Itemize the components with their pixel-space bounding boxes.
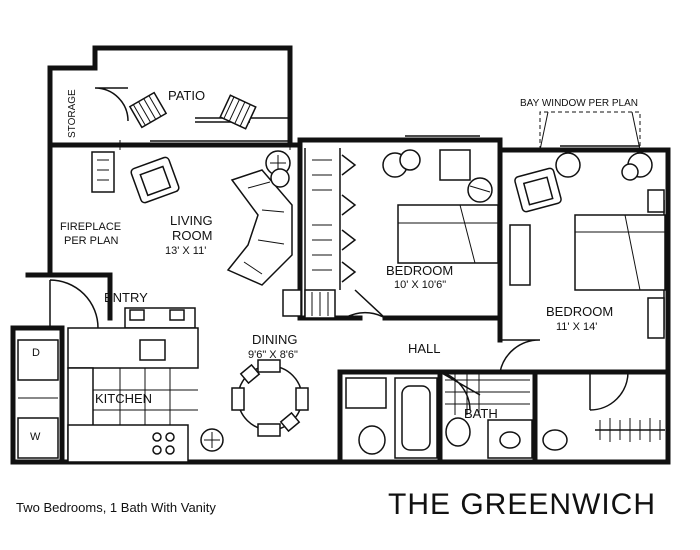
doors [49,87,629,411]
bedroom1-closet [595,418,665,442]
living-room-label-line2: ROOM [172,228,212,243]
bedroom1-furniture [509,152,666,442]
patio-label: PATIO [168,88,205,103]
living-room-furniture [130,150,293,286]
bay-window-label: BAY WINDOW PER PLAN [520,98,638,109]
bedroom1-label: BEDROOM [546,304,613,319]
dining-dims: 9'6" X 8'6" [248,349,298,361]
dryer-label: D [32,347,40,359]
storage-label: STORAGE [67,89,78,138]
fireplace [91,151,115,193]
living-room-label-line1: LIVING [170,213,213,228]
hall-label: HALL [408,341,441,356]
washer-label: W [30,431,41,443]
fireplace-label-line1: FIREPLACE [60,221,121,233]
kitchen-fixtures [17,307,199,463]
bedroom2-furniture [282,148,499,319]
bay-window [539,111,641,151]
bath-label: BATH [464,406,498,421]
patio-chairs [128,91,257,130]
bedroom2-dims: 10' X 10'6" [394,279,446,291]
dining-label: DINING [252,332,298,347]
dining-set [200,359,309,452]
entry-label: ENTRY [104,290,148,305]
bath-fixtures [345,372,568,459]
plan-caption: Two Bedrooms, 1 Bath With Vanity [16,500,216,515]
fireplace-label-line2: PER PLAN [64,235,118,247]
living-room-dims: 13' X 11' [165,245,206,257]
bedroom2-label: BEDROOM [386,263,453,278]
plan-title: THE GREENWICH [388,488,656,521]
bedroom1-dims: 11' X 14' [556,321,597,333]
kitchen-label: KITCHEN [95,391,152,406]
labels: PATIO STORAGE BAY WINDOW PER PLAN FIREPL… [30,88,638,443]
